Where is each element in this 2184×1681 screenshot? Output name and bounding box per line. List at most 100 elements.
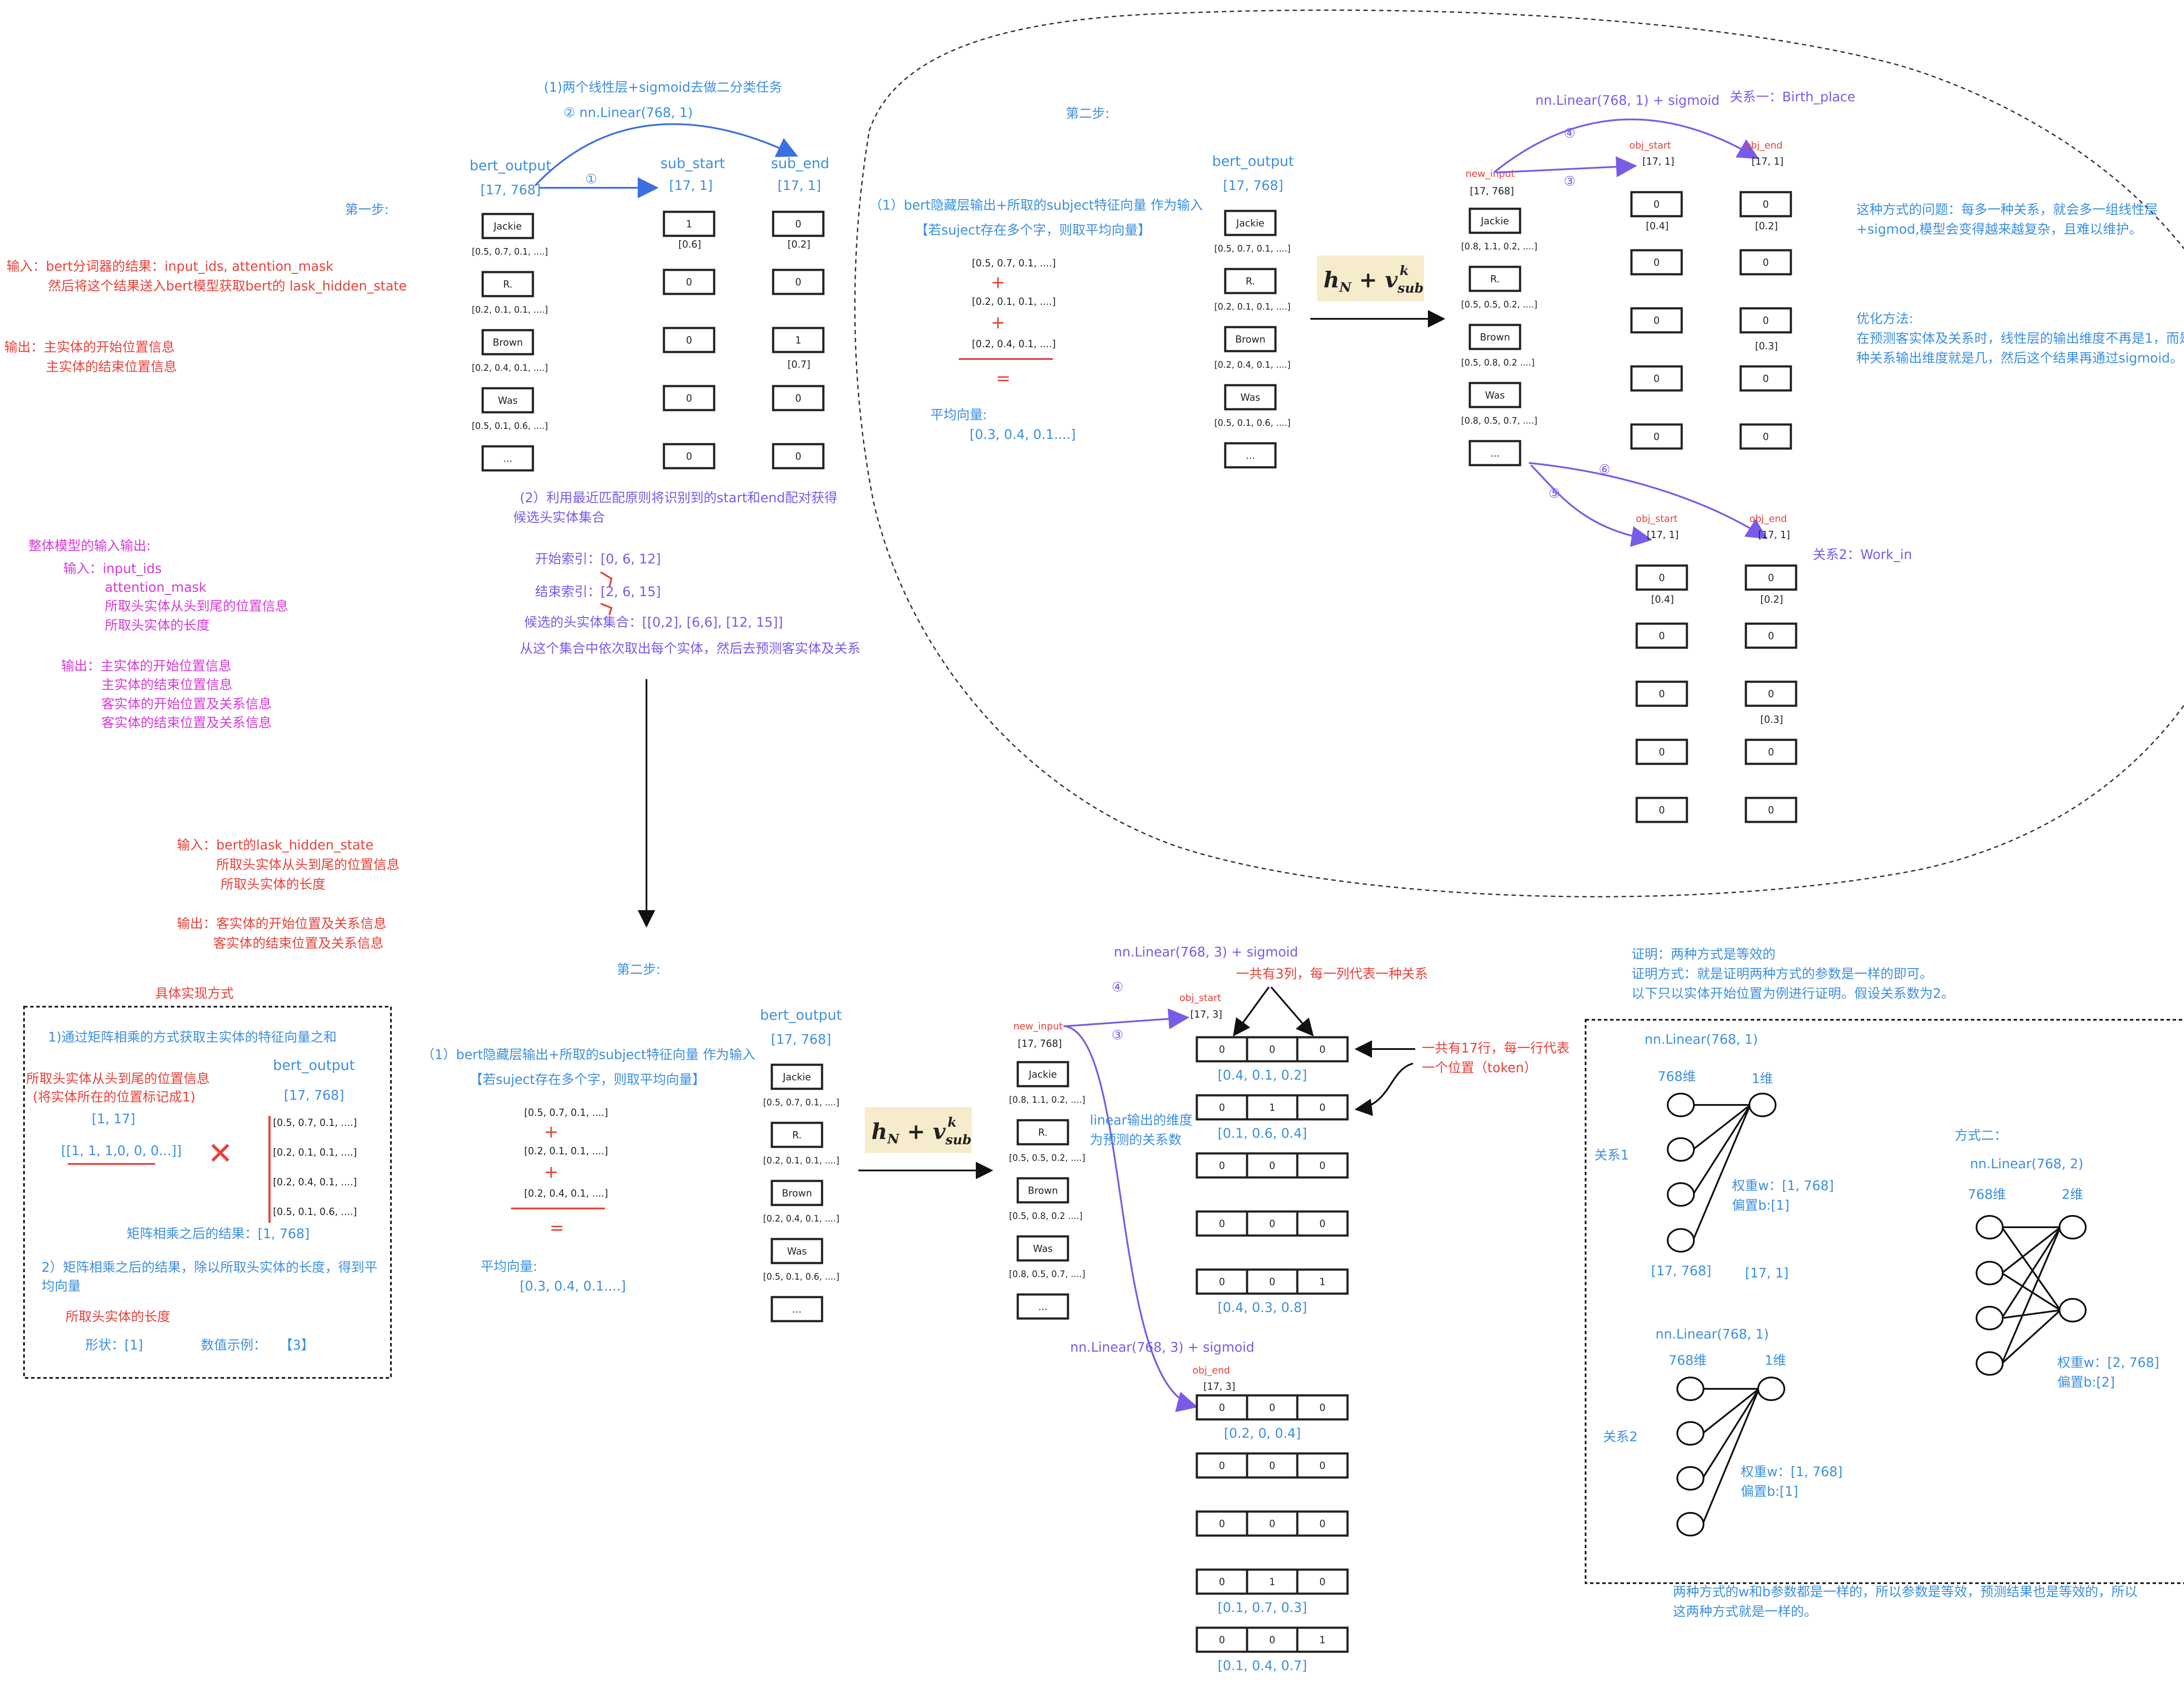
proof-net1-edge (1692, 1105, 1751, 1241)
step2b-start-cell-value: 0 (1269, 1161, 1275, 1172)
step2a-r2-start-cell-value: 0 (1659, 689, 1665, 700)
step2b-new-input-column: Jackie[0.8, 1.1, 0.2, ....]R.[0.5, 0.5, … (1009, 1061, 1085, 1320)
step1-token-box (481, 387, 534, 414)
proof-net1-neuron (1667, 1093, 1695, 1117)
step2-io-in2: 所取头实体从头到尾的位置信息 (216, 857, 400, 873)
step2a-r1-start-prob: [0.4] (1646, 221, 1669, 232)
step2b-new-shape: [17, 768] (1018, 1039, 1062, 1049)
step1-output-line1: 输出：主实体的开始位置信息 (4, 340, 175, 355)
step2b-vec1: [0.5, 0.7, 0.1, ....] (524, 1108, 608, 1118)
step2a-r1-end-cell-value: 0 (1763, 432, 1769, 443)
step2b-objstart: obj_start (1179, 993, 1221, 1004)
step2a-r1-start-cell (1630, 191, 1683, 217)
step2b-rows-note1: 一共有17行，每一行代表 (1422, 1041, 1569, 1056)
proof-net3-edge (2001, 1227, 2061, 1364)
step2a-new-token-box (1469, 324, 1521, 350)
step1-token-text: Brown (493, 338, 523, 349)
step1-end-prob1: [0.2] (788, 239, 810, 250)
step2b-end-row-prob: [0.1, 0.7, 0.3] (1218, 1600, 1307, 1615)
step2b-start-cell-value: 0 (1269, 1219, 1275, 1230)
dashed-cloud-outline (854, 9, 2184, 897)
step1-sub-start-cell-value: 0 (686, 452, 692, 463)
step2a-new-token-box (1469, 266, 1521, 292)
step2b-token-vector: [0.2, 0.4, 0.1, ....] (763, 1213, 840, 1224)
step2a-r2-end-prob1: [0.2] (1760, 594, 1783, 605)
step1-sub-start-shape: [17, 1] (669, 178, 713, 193)
proof-net3-edge (2001, 1226, 2061, 1319)
step2b-start-row-prob: [0.4, 0.1, 0.2] (1218, 1068, 1307, 1083)
step2b-start-cell-value: 0 (1320, 1103, 1326, 1114)
step2b-new-input: new_input (1013, 1021, 1063, 1032)
proof-net3-edge (2001, 1226, 2061, 1311)
step2b-start-cell-value: 0 (1320, 1219, 1326, 1230)
step2b-start-cell-value: 0 (1219, 1277, 1225, 1288)
overall-in1: 输入：input_ids (63, 561, 162, 576)
overall-out2: 主实体的结束位置信息 (101, 677, 232, 693)
proof-net3-edge (2001, 1226, 2061, 1274)
step2-io-out2: 客实体的结束位置及关系信息 (213, 936, 384, 951)
impl-shape1: [1, 17] (92, 1111, 135, 1127)
step2a-new-input: new_input (1465, 169, 1515, 179)
overall-out1: 输出：主实体的开始位置信息 (61, 659, 232, 674)
step1-token-text: ... (503, 454, 512, 465)
step2a-new-input-column: Jackie[0.8, 1.1, 0.2, ....]R.[0.5, 0.5, … (1461, 207, 1538, 466)
step2a-arrow-rel2-start (1530, 464, 1652, 547)
step2b-start-cell-value: 0 (1219, 1161, 1225, 1172)
step2a-r1-end-cell (1739, 365, 1792, 392)
step2a-r1-objstart: obj_start (1629, 140, 1671, 151)
step2b-plus1: + (544, 1122, 559, 1142)
step2a-arrow-rel2-end (1528, 462, 1768, 539)
step2b-end-row-prob: [0.2, 0, 0.4] (1224, 1426, 1301, 1441)
proof-net1-neuron (1667, 1137, 1695, 1162)
step1-sub-start-cell-value: 0 (686, 277, 692, 288)
proof-s171a: [17, 1] (1745, 1266, 1789, 1281)
impl-bert-output: bert_output (273, 1057, 355, 1073)
proof-net2-neuron (1676, 1466, 1704, 1491)
step2a-new-shape: [17, 768] (1470, 186, 1514, 197)
step2b-end-cell-value: 1 (1269, 1577, 1275, 1588)
step2a-token-vector: [0.5, 0.1, 0.6, ....] (1214, 418, 1291, 428)
step2a-token-text: Jackie (1235, 218, 1264, 229)
step2a-vec1: [0.5, 0.7, 0.1, ....] (972, 258, 1056, 269)
step2b-new-token-vector: [0.5, 0.5, 0.2, ....] (1009, 1153, 1085, 1163)
step2a-r1-end-prob1: [0.2] (1755, 221, 1778, 232)
impl-example: 数值示例： (201, 1338, 266, 1353)
step2b-start-cell-value: 0 (1219, 1219, 1225, 1230)
step2b-token-box (771, 1296, 823, 1322)
proof-net3-neuron (1976, 1306, 2004, 1330)
step1-sub-start-cell-value: 0 (686, 335, 692, 346)
step2a-r2-start-cell (1635, 797, 1688, 823)
impl-line2: 所取头实体从头到尾的位置信息 (26, 1071, 210, 1087)
step2a-r2-end-cell (1745, 797, 1797, 823)
step2b-new-token-box (1016, 1235, 1069, 1262)
step2b-end-cell-value: 0 (1219, 1403, 1225, 1414)
proof-w2: 权重w：[2, 768] (2057, 1355, 2159, 1370)
step2b-desc1: （1）bert隐藏层输出+所取的subject特征向量 作为输入 (422, 1047, 755, 1063)
step2a-token-column: Jackie[0.5, 0.7, 0.1, ....]R.[0.2, 0.1, … (1214, 210, 1291, 469)
step1-sub-start-cell (663, 385, 715, 411)
step2b-cols-note: 一共有3列，每一列代表一种关系 (1236, 966, 1428, 982)
step1-sub-end-cell-value: 0 (795, 393, 802, 404)
step2a-vec3: [0.2, 0.4, 0.1, ....] (972, 339, 1056, 350)
step2b-end-cell (1296, 1568, 1349, 1595)
step2a-r2-end-cell (1745, 680, 1797, 707)
step2b-end-cell-value: 0 (1320, 1461, 1326, 1472)
proof-net2-edge (1702, 1388, 1760, 1479)
step2b-start-cell (1196, 1152, 1248, 1179)
step2a-r2-end-cell-value: 0 (1768, 689, 1774, 700)
step2a-r1-start-cell-value: 0 (1654, 258, 1660, 269)
overall-title: 整体模型的输入输出: (28, 538, 151, 554)
step2b-end-cell-value: 0 (1269, 1635, 1275, 1646)
step1-token-box (481, 213, 534, 239)
proof-768-c: 768维 (1968, 1187, 2006, 1202)
step2a-r2-end-cell (1745, 622, 1797, 649)
step2b-end-cell-value: 0 (1320, 1403, 1326, 1414)
step2a-r2-objstart-shape: [17, 1] (1647, 530, 1679, 541)
step2a-new-token-vector: [0.5, 0.5, 0.2, ....] (1461, 299, 1538, 310)
step2b-new-token-box (1016, 1293, 1069, 1320)
step2b-end-cell-value: 0 (1320, 1577, 1326, 1588)
step2a-r1-start-cell (1630, 365, 1683, 392)
step1-sub-start-cell-value: 0 (686, 393, 692, 404)
step2a-r1-start-cell (1630, 307, 1683, 334)
